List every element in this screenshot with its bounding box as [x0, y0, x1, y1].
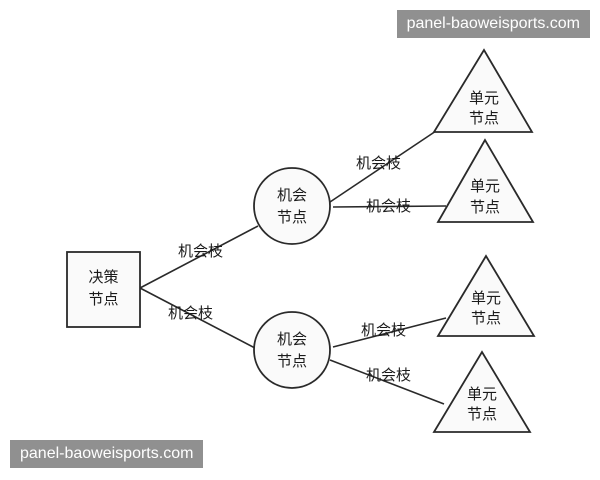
- terminal-node-3-label-line1: 单元: [471, 289, 501, 307]
- decision-node-label-line2: 节点: [88, 290, 118, 308]
- terminal-node-4-label-line1: 单元: [467, 385, 497, 403]
- terminal-node-3: 单元 节点: [436, 254, 536, 337]
- branch-label-chance-bottom-to-terminal-4: 机会枝: [366, 366, 411, 384]
- terminal-node-1: 单元 节点: [432, 48, 534, 133]
- edge-chance-bottom-to-terminal-4: [329, 359, 445, 405]
- watermark-bottom: panel-baoweisports.com: [10, 440, 204, 468]
- chance-node-top-label-line1: 机会: [277, 186, 307, 204]
- watermark-top: panel-baoweisports.com: [396, 10, 590, 38]
- chance-node-top-label-line2: 节点: [277, 208, 307, 226]
- edge-chance-top-to-terminal-2: [332, 205, 447, 208]
- chance-node-bottom: 机会 节点: [253, 311, 331, 389]
- terminal-node-2-label-line1: 单元: [470, 177, 500, 195]
- branch-label-decision-to-chance-top: 机会枝: [178, 242, 223, 260]
- chance-node-bottom-label-line2: 节点: [277, 352, 307, 370]
- terminal-node-2-label-line2: 节点: [470, 198, 500, 216]
- edge-decision-to-chance-bottom: [139, 287, 256, 349]
- chance-node-top: 机会 节点: [253, 167, 331, 245]
- branch-label-chance-top-to-terminal-2: 机会枝: [366, 197, 411, 215]
- edge-decision-to-chance-top: [139, 225, 259, 289]
- terminal-node-2: 单元 节点: [436, 138, 535, 223]
- branch-label-chance-top-to-terminal-1: 机会枝: [356, 154, 401, 172]
- terminal-node-1-label-line2: 节点: [469, 109, 499, 127]
- terminal-node-1-label-line1: 单元: [469, 89, 499, 107]
- branch-label-chance-bottom-to-terminal-3: 机会枝: [361, 321, 406, 339]
- branch-label-decision-to-chance-bottom: 机会枝: [168, 304, 213, 322]
- decision-node: 决策 节点: [66, 251, 141, 328]
- chance-node-bottom-label-line1: 机会: [277, 330, 307, 348]
- edge-chance-bottom-to-terminal-3: [332, 317, 447, 348]
- terminal-node-4: 单元 节点: [432, 350, 532, 433]
- terminal-node-4-label-line2: 节点: [467, 405, 497, 423]
- edge-chance-top-to-terminal-1: [329, 130, 437, 203]
- terminal-node-3-label-line2: 节点: [471, 309, 501, 327]
- decision-node-label-line1: 决策: [88, 268, 118, 286]
